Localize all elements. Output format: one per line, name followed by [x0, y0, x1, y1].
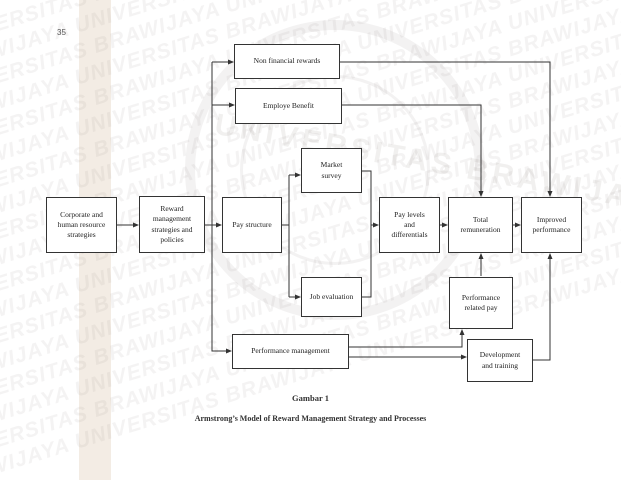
edge-market-survey-to-merge: [362, 170, 372, 225]
edge-non-financial-to-improved: [340, 61, 553, 197]
figure-caption-title: Gambar 1: [292, 393, 329, 403]
node-performance-management: Performance management: [232, 334, 349, 369]
node-improved-performance: Improved performance: [521, 197, 582, 253]
edge-reward-to-performance-management: [211, 225, 232, 354]
edge-job-evaluation-to-merge: [362, 225, 372, 298]
node-employe-benefit: Employe Benefit: [235, 88, 342, 124]
edge-development-to-improved: [533, 253, 553, 361]
node-performance-related-pay: Performance related pay: [449, 277, 513, 329]
node-corporate-hr-strategies: Corporate and human resource strategies: [46, 197, 117, 253]
node-non-financial-rewards: Non financial rewards: [234, 44, 340, 79]
node-development-training: Development and training: [467, 339, 533, 382]
node-pay-levels-differentials: Pay levels and differentials: [379, 197, 440, 253]
edge-employe-benefit-to-total: [342, 104, 484, 197]
node-job-evaluation: Job evaluation: [301, 277, 362, 317]
node-market-survey: Market survey: [301, 148, 362, 193]
figure-caption-subtitle: Armstrong’s Model of Reward Management S…: [194, 414, 427, 423]
node-total-remuneration: Total remuneration: [448, 197, 513, 253]
edge-performance-management-to-related-pay: [349, 329, 465, 348]
page-number: 35: [57, 28, 66, 37]
node-pay-structure: Pay structure: [222, 197, 282, 253]
node-reward-management-strategies: Reward management strategies and policie…: [139, 196, 205, 253]
